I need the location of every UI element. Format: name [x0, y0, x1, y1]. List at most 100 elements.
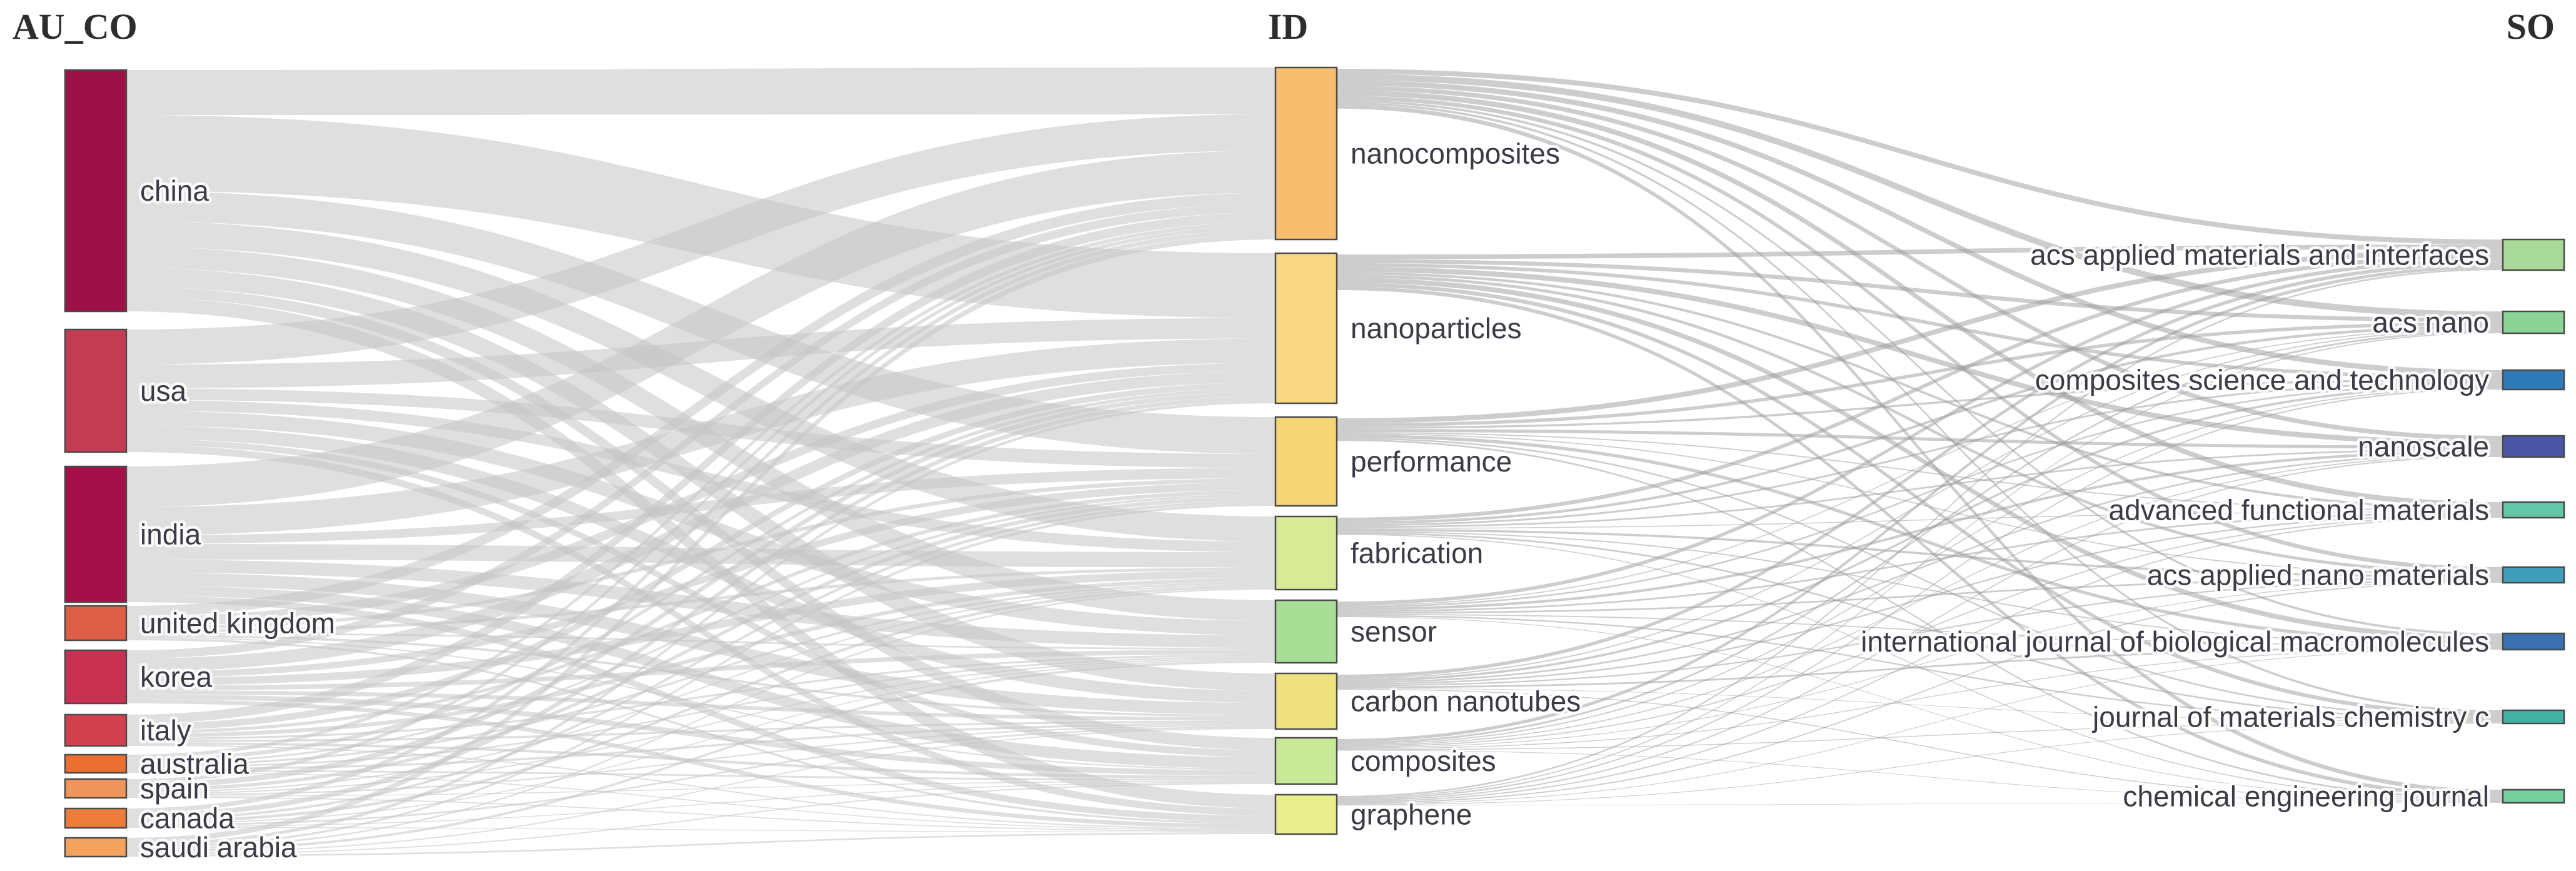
sankey-link-italy-sensor[interactable]	[126, 654, 1275, 740]
sankey-link-spain-nanocomposites[interactable]	[126, 225, 1275, 783]
sankey-link-spain-nanoparticles[interactable]	[126, 391, 1275, 788]
sankey-link-composites-composites-science-and-technology[interactable]	[1337, 386, 2503, 746]
sankey-link-composites-journal-of-materials-chemistry-c[interactable]	[1337, 722, 2503, 750]
sankey-link-carbon-nanotubes-chemical-engineering-journal[interactable]	[1337, 688, 2503, 802]
sankey-node-chemical-engineering-journal[interactable]	[2502, 788, 2565, 804]
sankey-link-graphene-chemical-engineering-journal[interactable]	[1337, 802, 2503, 806]
sankey-link-sensor-acs-nano[interactable]	[1337, 328, 2503, 607]
sankey-link-nanocomposites-composites-science-and-technology[interactable]	[1337, 80, 2503, 376]
sankey-link-performance-composites-science-and-technology[interactable]	[1337, 379, 2503, 430]
sankey-link-composites-acs-applied-nano-materials[interactable]	[1337, 580, 2503, 748]
sankey-link-fabrication-advanced-functional-materials[interactable]	[1337, 511, 2503, 529]
sankey-link-graphene-international-journal-of-biological-macromolecules[interactable]	[1337, 648, 2503, 805]
sankey-link-nanoparticles-acs-nano[interactable]	[1337, 259, 2503, 322]
sankey-link-fabrication-acs-applied-nano-materials[interactable]	[1337, 528, 2503, 578]
sankey-node-graphene[interactable]	[1274, 793, 1338, 835]
sankey-link-carbon-nanotubes-advanced-functional-materials[interactable]	[1337, 513, 2503, 685]
sankey-link-performance-journal-of-materials-chemistry-c[interactable]	[1337, 437, 2503, 718]
sankey-link-saudi-arabia-performance[interactable]	[126, 503, 1275, 849]
sankey-link-graphene-journal-of-materials-chemistry-c[interactable]	[1337, 722, 2503, 805]
sankey-link-china-fabrication[interactable]	[126, 221, 1275, 542]
sankey-link-spain-sensor[interactable]	[126, 658, 1275, 795]
sankey-link-spain-fabrication[interactable]	[126, 583, 1275, 793]
sankey-node-india[interactable]	[64, 465, 128, 603]
sankey-link-composites-nanoscale[interactable]	[1337, 455, 2503, 747]
sankey-link-nanoparticles-nanoscale[interactable]	[1337, 266, 2503, 446]
sankey-link-sensor-advanced-functional-materials[interactable]	[1337, 511, 2503, 613]
sankey-link-sensor-international-journal-of-biological-macromolecules[interactable]	[1337, 613, 2503, 647]
sankey-link-saudi-arabia-fabrication[interactable]	[126, 588, 1275, 850]
sankey-link-usa-nanoparticles[interactable]	[126, 318, 1275, 389]
sankey-node-carbon-nanotubes[interactable]	[1274, 672, 1338, 730]
sankey-link-performance-international-journal-of-biological-macromolecules[interactable]	[1337, 434, 2503, 644]
sankey-link-performance-nanoscale[interactable]	[1337, 429, 2503, 449]
sankey-node-spain[interactable]	[64, 778, 128, 799]
sankey-link-sensor-journal-of-materials-chemistry-c[interactable]	[1337, 615, 2503, 722]
sankey-link-korea-fabrication[interactable]	[126, 570, 1275, 686]
sankey-link-india-nanocomposites[interactable]	[126, 150, 1275, 508]
sankey-link-carbon-nanotubes-journal-of-materials-chemistry-c[interactable]	[1337, 688, 2503, 722]
sankey-node-united-kingdom[interactable]	[64, 605, 128, 642]
sankey-node-composites[interactable]	[1274, 737, 1338, 785]
sankey-node-performance[interactable]	[1274, 416, 1338, 507]
sankey-link-nanocomposites-journal-of-materials-chemistry-c[interactable]	[1337, 102, 2503, 713]
sankey-link-fabrication-acs-nano[interactable]	[1337, 325, 2503, 525]
sankey-link-korea-performance[interactable]	[126, 482, 1275, 678]
sankey-link-united-kingdom-nanoparticles[interactable]	[126, 363, 1275, 627]
sankey-link-fabrication-composites-science-and-technology[interactable]	[1337, 381, 2503, 526]
sankey-link-performance-acs-nano[interactable]	[1337, 321, 2503, 427]
sankey-link-australia-nanoparticles[interactable]	[126, 388, 1275, 762]
sankey-link-composites-acs-nano[interactable]	[1337, 330, 2503, 745]
sankey-link-fabrication-acs-applied-materials-and-interfaces[interactable]	[1337, 254, 2503, 522]
sankey-link-graphene-nanoscale[interactable]	[1337, 456, 2503, 802]
sankey-node-sensor[interactable]	[1274, 599, 1338, 664]
sankey-link-composites-advanced-functional-materials[interactable]	[1337, 515, 2503, 748]
sankey-node-china[interactable]	[64, 69, 128, 313]
sankey-link-spain-carbon-nanotubes[interactable]	[126, 725, 1275, 796]
sankey-link-graphene-acs-applied-nano-materials[interactable]	[1337, 582, 2503, 804]
sankey-link-spain-composites[interactable]	[126, 780, 1275, 797]
sankey-node-composites-science-and-technology[interactable]	[2502, 369, 2565, 391]
sankey-link-saudi-arabia-sensor[interactable]	[126, 660, 1275, 853]
sankey-node-italy[interactable]	[64, 713, 128, 747]
sankey-link-fabrication-journal-of-materials-chemistry-c[interactable]	[1337, 532, 2503, 720]
sankey-link-carbon-nanotubes-acs-applied-nano-materials[interactable]	[1337, 579, 2503, 687]
sankey-node-nanocomposites[interactable]	[1274, 66, 1338, 241]
sankey-node-acs-applied-materials-and-interfaces[interactable]	[2502, 238, 2565, 271]
sankey-node-nanoparticles[interactable]	[1274, 252, 1338, 405]
sankey-node-nanoscale[interactable]	[2502, 435, 2565, 458]
sankey-link-italy-performance[interactable]	[126, 490, 1275, 734]
sankey-link-graphene-composites-science-and-technology[interactable]	[1337, 388, 2503, 800]
sankey-link-italy-nanocomposites[interactable]	[126, 212, 1275, 724]
sankey-link-saudi-arabia-carbon-nanotubes[interactable]	[126, 728, 1275, 854]
sankey-link-nanocomposites-international-journal-of-biological-macromolecules[interactable]	[1337, 99, 2503, 636]
sankey-link-sensor-nanoscale[interactable]	[1337, 450, 2503, 611]
sankey-link-india-nanoparticles[interactable]	[126, 338, 1275, 536]
sankey-node-international-journal-of-biological-macromolecules[interactable]	[2502, 632, 2565, 651]
sankey-link-nanoparticles-journal-of-materials-chemistry-c[interactable]	[1337, 282, 2503, 717]
sankey-node-journal-of-materials-chemistry-c[interactable]	[2502, 709, 2565, 725]
sankey-link-nanoparticles-chemical-engineering-journal[interactable]	[1337, 286, 2503, 798]
sankey-link-korea-composites[interactable]	[126, 694, 1275, 776]
sankey-link-canada-nanocomposites[interactable]	[126, 229, 1275, 813]
sankey-link-canada-graphene[interactable]	[126, 827, 1275, 833]
sankey-link-saudi-arabia-nanocomposites[interactable]	[126, 234, 1275, 843]
sankey-node-saudi-arabia[interactable]	[64, 837, 128, 858]
sankey-link-india-graphene[interactable]	[126, 595, 1275, 822]
sankey-link-spain-performance[interactable]	[126, 496, 1275, 792]
sankey-link-fabrication-international-journal-of-biological-macromolecules[interactable]	[1337, 531, 2503, 645]
sankey-link-australia-sensor[interactable]	[126, 656, 1275, 768]
sankey-link-nanocomposites-chemical-engineering-journal[interactable]	[1337, 104, 2503, 794]
sankey-link-australia-fabrication[interactable]	[126, 582, 1275, 767]
sankey-link-carbon-nanotubes-acs-applied-materials-and-interfaces[interactable]	[1337, 261, 2503, 678]
sankey-link-performance-acs-applied-materials-and-interfaces[interactable]	[1337, 249, 2503, 424]
sankey-link-sensor-composites-science-and-technology[interactable]	[1337, 383, 2503, 608]
sankey-node-acs-applied-nano-materials[interactable]	[2502, 566, 2565, 584]
sankey-link-sensor-acs-applied-materials-and-interfaces[interactable]	[1337, 258, 2503, 605]
sankey-link-china-nanocomposites[interactable]	[126, 68, 1275, 116]
sankey-link-nanoparticles-international-journal-of-biological-macromolecules[interactable]	[1337, 277, 2503, 641]
sankey-link-fabrication-nanoscale[interactable]	[1337, 448, 2503, 528]
sankey-node-usa[interactable]	[64, 328, 128, 453]
sankey-link-canada-fabrication[interactable]	[126, 585, 1275, 823]
sankey-link-australia-performance[interactable]	[126, 493, 1275, 765]
